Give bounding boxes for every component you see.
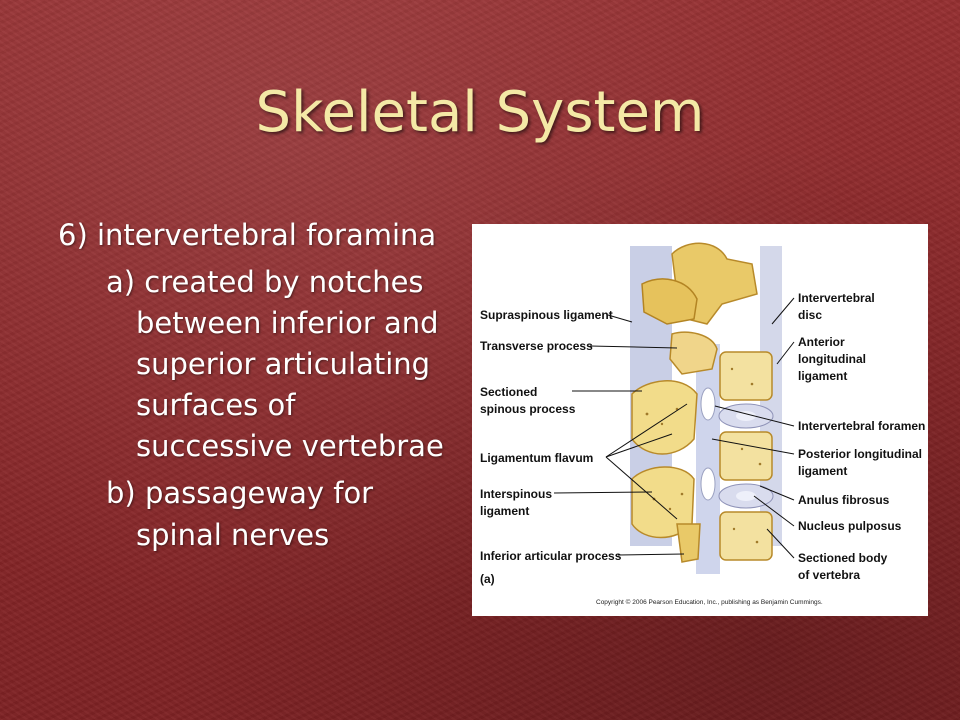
label-ligamentum-flavum: Ligamentum flavum [480,451,593,465]
bullet-intervertebral-foramina: 6) intervertebral foramina [58,218,437,252]
transverse-process-lower [669,331,718,375]
label-supraspinous-ligament: Supraspinous ligament [480,308,613,322]
sectioned-spinous-process-1 [631,380,698,455]
vertebral-body-3 [719,511,773,561]
vertebral-column-diagram: Supraspinous ligament Transverse process… [472,224,928,616]
left-leader-lines [553,314,688,556]
panel-label: (a) [480,572,495,586]
label-interspinous-ligament: ligament [480,504,529,518]
label-transverse-process: Transverse process [480,339,593,353]
label-sectioned: Sectioned [480,385,537,399]
nucleus-pulposus-1 [736,411,756,421]
slide-body: 6) intervertebral foramina a) created by… [58,215,458,556]
label-longitudinal: longitudinal [798,352,866,366]
inferior-articular-process-shape [676,523,701,563]
sub-bullet-passageway: b) passageway for spinal nerves [106,476,374,552]
label-anulus-fibrosus: Anulus fibrosus [798,493,890,507]
label-sectioned-body: Sectioned body [798,551,888,565]
label-anterior: Anterior [798,335,845,349]
label-posterior-ligament: ligament [798,464,847,478]
transverse-process-shape [641,278,698,325]
intervertebral-foramen-1 [700,387,716,421]
label-nucleus-pulposus: Nucleus pulposus [798,519,902,533]
slide-title: Skeletal System [255,80,705,145]
label-intervertebral-foramen: Intervertebral foramen [798,419,925,433]
label-posterior-longitudinal: Posterior longitudinal [798,447,922,461]
sub-bullet-created-by-notches: a) created by notches between inferior a… [106,264,444,464]
nucleus-pulposus-2 [736,491,756,501]
vertebra-illustration: Supraspinous ligament Transverse process… [480,242,925,606]
label-inferior-articular-process: Inferior articular process [480,549,622,563]
label-spinous-process: spinous process [480,402,576,416]
label-interspinous: Interspinous [480,487,552,501]
label-of-vertebra: of vertebra [798,568,860,582]
label-intervertebral: Intervertebral [798,291,875,305]
label-disc: disc [798,308,822,322]
vertebral-body-1 [719,351,773,401]
vertebral-body-2 [719,431,773,481]
right-leader-lines [711,297,795,559]
intervertebral-foramen-2 [700,467,716,501]
label-anterior-ligament: ligament [798,369,847,383]
bone-texture [645,367,762,544]
copyright-notice: Copyright © 2006 Pearson Education, Inc.… [596,598,823,606]
